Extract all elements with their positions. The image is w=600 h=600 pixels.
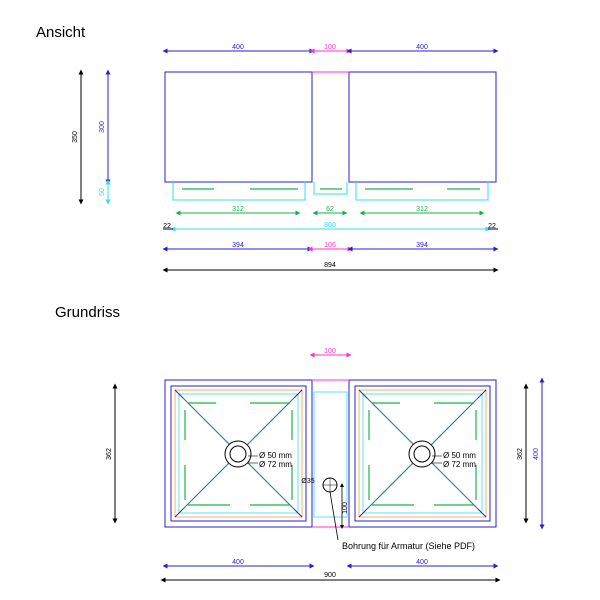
plan-bridge-cyan xyxy=(313,391,348,518)
faucet-hole-diameter: Ø35 xyxy=(301,478,314,485)
dim-label-green-left: 312 xyxy=(232,206,244,213)
dim-label-height-total: 350 xyxy=(72,131,79,143)
faucet-leader xyxy=(329,491,339,541)
dim-label-blue-mid: 106 xyxy=(324,242,336,249)
plan-dim-label-bottom-left: 400 xyxy=(232,559,244,566)
drain-inner-left xyxy=(229,445,247,463)
plan-dim-label-bottom-right: 400 xyxy=(416,559,428,566)
front-box-right xyxy=(348,71,497,183)
dim-label-green-right: 312 xyxy=(416,206,428,213)
drain-label-left-50: Ø 50 mm xyxy=(259,451,292,460)
dim-label-height-inner: 300 xyxy=(99,121,106,133)
drain-outer-left xyxy=(224,440,252,468)
drain-label-left-72: Ø 72 mm xyxy=(259,460,292,469)
plan-basin-left xyxy=(170,385,307,522)
dim-label-cyan-total: 860 xyxy=(324,222,336,229)
front-view: 400 100 400 350 300 50 312 62 312 xyxy=(72,44,499,273)
dim-label-blue-left: 394 xyxy=(232,242,244,249)
plan-frame-right xyxy=(348,379,497,528)
dim-label-height-small: 50 xyxy=(99,188,106,196)
plan-dim-label-overall: 900 xyxy=(324,572,336,579)
plan-dim-label-left-height: 362 xyxy=(106,448,113,460)
title-grundriss: Grundriss xyxy=(55,304,120,321)
dim-label-top-right: 400 xyxy=(416,44,428,51)
front-basin-cyan-left xyxy=(172,182,306,201)
plan-frame-left xyxy=(164,379,313,528)
dim-label-cyan-left: 22 xyxy=(163,223,171,230)
front-basin-cyan-right xyxy=(355,182,489,201)
front-basin-cyan-mid xyxy=(313,182,348,195)
faucet-offset-label: 100 xyxy=(342,502,349,514)
dim-label-green-mid: 62 xyxy=(326,206,334,213)
drain-outer-right xyxy=(408,440,436,468)
drain-label-right-72: Ø 72 mm xyxy=(443,460,476,469)
plan-view: 100 Ø 50 mm xyxy=(106,348,545,583)
dim-label-top-mid: 100 xyxy=(324,44,336,51)
front-box-left xyxy=(164,71,313,183)
plan-basin-right xyxy=(354,385,491,522)
title-ansicht: Ansicht xyxy=(36,24,86,41)
plan-dim-label-top-mid: 100 xyxy=(324,348,336,355)
drain-label-right-50: Ø 50 mm xyxy=(443,451,476,460)
plan-dim-label-right-height: 362 xyxy=(517,448,524,460)
drain-inner-right xyxy=(413,445,431,463)
faucet-note: Bohrung für Armatur (Siehe PDF) xyxy=(342,541,475,551)
dim-label-top-left: 400 xyxy=(232,44,244,51)
dim-label-overall: 894 xyxy=(324,262,336,269)
plan-dim-label-right-outer: 400 xyxy=(533,448,540,460)
dim-label-blue-right: 394 xyxy=(416,242,428,249)
dim-label-cyan-right: 22 xyxy=(488,223,496,230)
